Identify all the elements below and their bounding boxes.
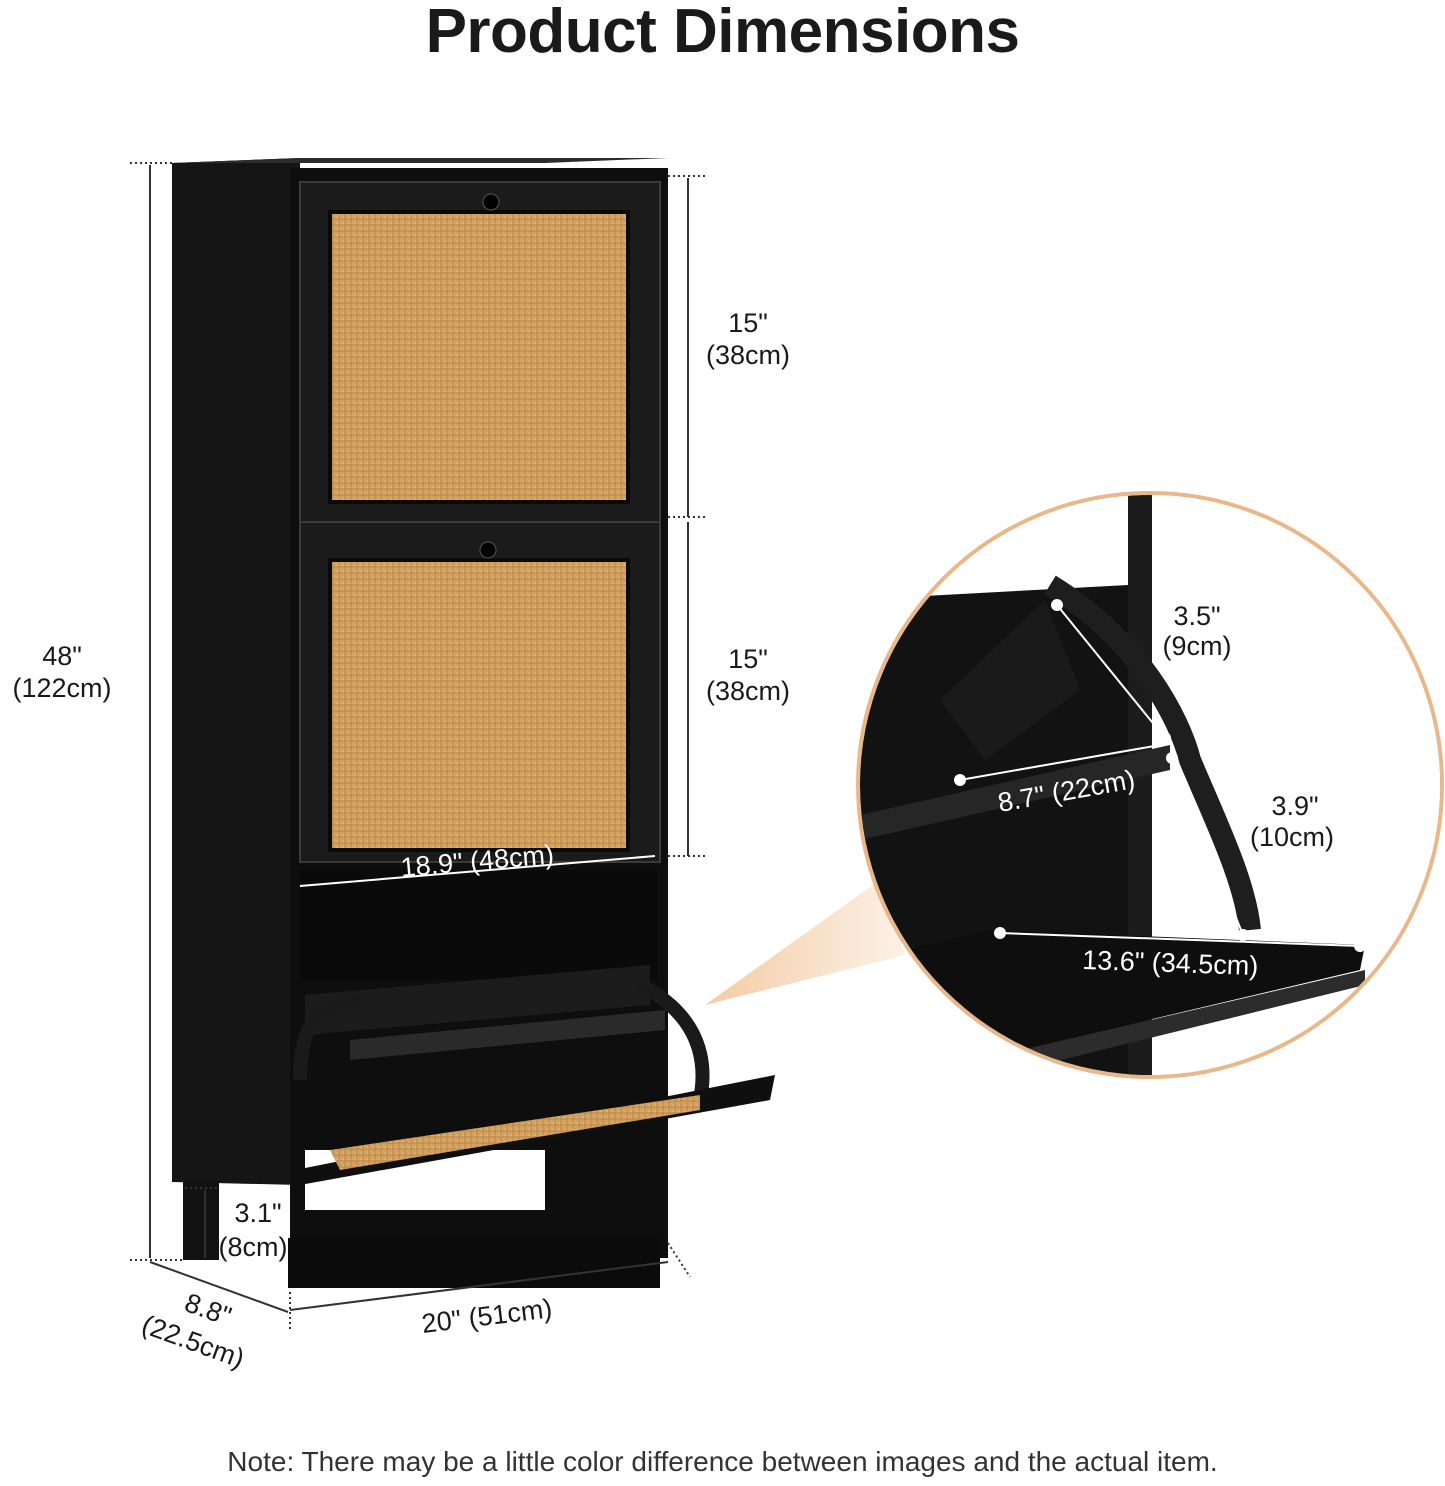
zoom-beam <box>705 880 905 1005</box>
width-label: 20" (51cm) <box>420 1293 554 1339</box>
hinge-lower-cm-label: (10cm) <box>1250 822 1334 852</box>
detail-zoom-circle <box>856 491 1444 1079</box>
cabinet-side-panel <box>172 158 300 1185</box>
leg-inch-label: 3.1" <box>234 1198 281 1228</box>
detail-measurement-lines <box>954 599 1366 952</box>
height-inch-label: 48" <box>42 641 82 671</box>
door-middle-inch-label: 15" <box>728 644 768 674</box>
inner-compartment <box>300 870 658 980</box>
color-difference-note: Note: There may be a little color differ… <box>227 1446 1218 1477</box>
page-title: Product Dimensions <box>425 0 1020 66</box>
cabinet-leg <box>183 1180 219 1260</box>
door-middle-cm-label: (38cm) <box>706 676 790 706</box>
hinge-upper-inch-label: 3.5" <box>1173 601 1220 631</box>
door-top-dimension-line <box>668 175 708 518</box>
leg-dimension-line <box>185 1187 220 1258</box>
middle-door <box>299 521 661 863</box>
height-dimension-line <box>130 162 185 1261</box>
top-door <box>299 181 661 535</box>
inner-width-dimension-line <box>299 855 656 887</box>
cabinet-plinth <box>288 1238 660 1288</box>
shoe-cabinet <box>172 158 775 1288</box>
depth-dimension-line <box>149 1261 289 1313</box>
height-cm-label: (122cm) <box>12 673 111 703</box>
door-top-inch-label: 15" <box>728 308 768 338</box>
leg-cm-label: (8cm) <box>219 1232 288 1262</box>
width-dimension-line <box>289 1242 691 1330</box>
open-flip-drawer <box>293 965 775 1185</box>
flap-depth-label: 13.6" (34.5cm) <box>1082 945 1259 981</box>
cabinet-top <box>172 158 668 163</box>
door-top-cm-label: (38cm) <box>706 340 790 370</box>
hinge-upper-cm-label: (9cm) <box>1163 631 1232 661</box>
hinge-lower-inch-label: 3.9" <box>1271 791 1318 821</box>
door-middle-dimension-line <box>668 522 708 857</box>
middle-door-knob <box>479 541 497 559</box>
top-door-knob <box>482 193 500 211</box>
